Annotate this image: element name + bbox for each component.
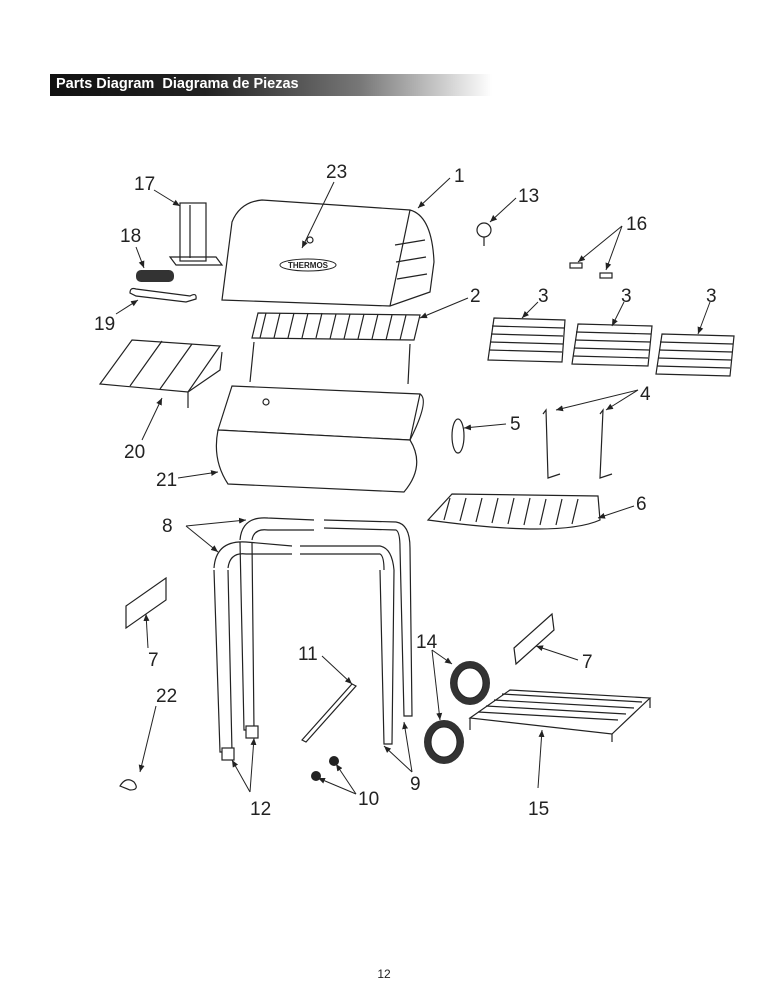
part-17-bracket xyxy=(168,202,224,266)
callout-4: 4 xyxy=(640,384,651,405)
callout-5: 5 xyxy=(510,414,521,435)
part-14-wheels xyxy=(424,661,490,764)
callout-20: 20 xyxy=(124,442,145,463)
callout-19: 19 xyxy=(94,314,115,335)
thermos-logo-text: THERMOS xyxy=(288,261,329,270)
page-number: 12 xyxy=(377,967,391,981)
callout-21: 21 xyxy=(156,470,177,491)
callout-16: 16 xyxy=(626,214,647,235)
callout-13: 13 xyxy=(518,186,539,207)
part-11-axle xyxy=(301,683,357,743)
callout-12: 12 xyxy=(250,799,271,820)
callout-6: 6 xyxy=(636,494,647,515)
part-22-hook xyxy=(119,779,137,791)
callout-17: 17 xyxy=(134,174,155,195)
part-19-handle-bar xyxy=(129,287,197,303)
part-12-leg-caps xyxy=(221,725,259,761)
callout-14: 14 xyxy=(416,632,438,653)
section-header-bar: Parts Diagram Diagrama de Piezas xyxy=(50,74,492,96)
part-15-bottom-shelf xyxy=(468,689,652,742)
part-20-side-shelf xyxy=(98,339,223,408)
part-5-damper xyxy=(451,418,465,454)
part-13-thermometer xyxy=(476,222,492,246)
part-3-grate-2 xyxy=(571,323,653,367)
part-3-grate-1 xyxy=(487,317,566,363)
callout-1: 1 xyxy=(454,166,465,187)
part-7-bracket-right xyxy=(513,612,555,666)
callout-15: 15 xyxy=(528,799,549,820)
callout-3c: 3 xyxy=(706,286,717,307)
callout-23: 23 xyxy=(326,162,347,183)
callout-22: 22 xyxy=(156,686,177,707)
leader-lines xyxy=(115,177,711,795)
part-4-brackets xyxy=(542,408,613,479)
callout-11: 11 xyxy=(298,644,318,665)
callout-3b: 3 xyxy=(621,286,632,307)
part-3-grate-3 xyxy=(655,333,735,377)
section-title: Parts Diagram Diagrama de Piezas xyxy=(56,76,299,92)
part-1-lid: THERMOS xyxy=(221,199,435,307)
callout-18: 18 xyxy=(120,226,141,247)
part-16-pins xyxy=(569,262,613,279)
callout-9: 9 xyxy=(410,774,421,795)
part-2-warming-rack xyxy=(249,312,421,385)
part-21-firebox xyxy=(215,385,424,493)
callout-3a: 3 xyxy=(538,286,549,307)
part-18-handle xyxy=(136,270,174,282)
callout-7-right: 7 xyxy=(582,652,593,673)
callout-7-left: 7 xyxy=(148,650,159,671)
callout-8: 8 xyxy=(162,516,173,537)
callout-10: 10 xyxy=(358,789,379,810)
part-6-charcoal-pan xyxy=(426,493,601,530)
part-7-bracket-left xyxy=(125,576,167,630)
callout-labels: 17 23 1 13 16 18 2 3 3 3 19 4 5 6 20 21 … xyxy=(94,162,717,820)
part-10-knobs xyxy=(311,756,339,781)
callout-2: 2 xyxy=(470,286,481,307)
part-8-legs xyxy=(213,517,411,571)
